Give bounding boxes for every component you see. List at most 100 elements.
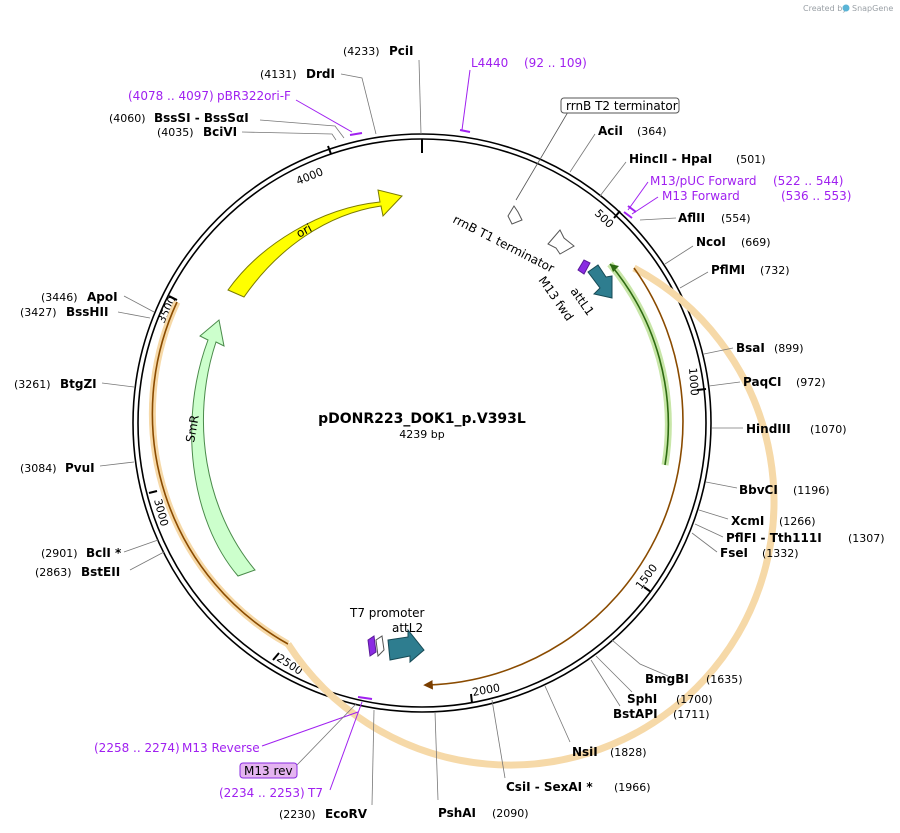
svg-text:PshAI: PshAI <box>438 806 476 820</box>
primer-l4440: L4440 (92 .. 109) <box>461 56 587 131</box>
green-orf-feature <box>607 261 672 466</box>
svg-text:BstAPI: BstAPI <box>613 707 658 721</box>
site-bsssi: (4060) BssSI - BssSαI <box>109 111 345 139</box>
primer-m13-puc-forward: M13/pUC Forward (522 .. 544) <box>627 174 843 211</box>
site-pvui: (3084) PvuI <box>20 461 135 475</box>
svg-text:BmgBI: BmgBI <box>645 672 689 686</box>
attl1-feature: attL1 <box>568 264 613 318</box>
site-hincii: HincII - HpaI (501) <box>599 152 766 197</box>
site-bsshii: (3427) BssHII <box>20 305 151 319</box>
svg-text:(1332): (1332) <box>762 547 799 560</box>
svg-text:AflII: AflII <box>678 211 705 225</box>
brand-name: SnapGene <box>852 4 893 13</box>
svg-text:(364): (364) <box>637 125 667 138</box>
ori-label: ori <box>294 221 314 241</box>
site-apoi: (3446) ApoI <box>41 290 155 313</box>
svg-text:(92 .. 109): (92 .. 109) <box>524 56 587 70</box>
site-pflmi: PflMI (732) <box>679 263 790 289</box>
site-bcli: (2901) BclI * <box>41 539 159 560</box>
svg-text:ApoI: ApoI <box>87 290 118 304</box>
m13-fwd-label: M13 fwd <box>536 274 577 324</box>
feature-m13-rev: M13 rev <box>239 703 357 779</box>
svg-text:DrdI: DrdI <box>306 67 335 81</box>
tick-2000: 2000 <box>470 681 501 704</box>
site-xcmi: XcmI (1266) <box>698 509 816 528</box>
svg-text:L4440: L4440 <box>471 56 508 70</box>
svg-text:(899): (899) <box>774 342 804 355</box>
svg-text:BstEII: BstEII <box>81 565 120 579</box>
svg-text:(2901): (2901) <box>41 547 78 560</box>
svg-text:(2863): (2863) <box>35 566 72 579</box>
svg-text:PflFI - Tth111I: PflFI - Tth111I <box>726 531 822 545</box>
svg-text:4000: 4000 <box>294 165 325 188</box>
svg-text:(3427): (3427) <box>20 306 57 319</box>
svg-text:(1266): (1266) <box>779 515 816 528</box>
svg-text:(1196): (1196) <box>793 484 830 497</box>
primer-m13-forward: M13 Forward (536 .. 553) <box>631 189 851 215</box>
site-nsii: NsiI (1828) <box>544 685 647 759</box>
svg-text:(4035): (4035) <box>157 126 194 139</box>
rrnb-t2-label: rrnB T2 terminator <box>566 99 678 113</box>
site-aflii: AflII (554) <box>639 211 751 225</box>
site-bmgbi: BmgBI (1635) <box>611 639 743 686</box>
site-bsai: BsaI (899) <box>703 341 804 355</box>
svg-text:HincII - HpaI: HincII - HpaI <box>629 152 712 166</box>
svg-text:(1700): (1700) <box>676 693 713 706</box>
smr-label: SmR <box>183 414 202 444</box>
svg-text:(1966): (1966) <box>614 781 651 794</box>
svg-text:(4060): (4060) <box>109 112 146 125</box>
svg-text:SphI: SphI <box>627 692 657 706</box>
tick-1000: 1000 <box>686 367 707 396</box>
svg-text:PvuI: PvuI <box>65 461 95 475</box>
svg-text:(2230): (2230) <box>279 808 316 821</box>
primer-pbr322ori-f: (4078 .. 4097) pBR322ori-F <box>128 89 353 133</box>
rrnb-t2-feature: rrnB T2 terminator <box>507 97 680 225</box>
svg-text:M13/pUC Forward: M13/pUC Forward <box>650 174 757 188</box>
t7-promoter-feature: T7 promoter <box>349 606 425 658</box>
svg-text:(554): (554) <box>721 212 751 225</box>
primer-t7: (2234 .. 2253) T7 <box>219 701 363 800</box>
svg-text:1500: 1500 <box>633 562 660 592</box>
svg-text:(732): (732) <box>760 264 790 277</box>
smr-feature: SmR <box>183 319 256 577</box>
svg-text:M13 Reverse: M13 Reverse <box>182 741 260 755</box>
svg-text:M13 rev: M13 rev <box>244 764 293 778</box>
svg-text:(4078 .. 4097): (4078 .. 4097) <box>128 89 214 103</box>
svg-text:BciVI: BciVI <box>203 125 237 139</box>
brand-prefix: Created by <box>803 4 847 13</box>
svg-text:M13 Forward: M13 Forward <box>662 189 740 203</box>
svg-text:(3084): (3084) <box>20 462 57 475</box>
svg-text:BsaI: BsaI <box>736 341 765 355</box>
site-acii: AciI (364) <box>569 124 667 173</box>
svg-text:(3446): (3446) <box>41 291 78 304</box>
svg-text:PaqCI: PaqCI <box>743 375 781 389</box>
svg-text:NcoI: NcoI <box>696 235 726 249</box>
site-bcivi: (4035) BciVI <box>157 125 337 141</box>
site-ecorv: (2230) EcoRV <box>279 709 375 821</box>
site-bbvci: BbvCI (1196) <box>705 481 830 497</box>
svg-text:pBR322ori-F: pBR322ori-F <box>217 89 291 103</box>
attl2-label: attL2 <box>392 621 423 635</box>
primer-m13-reverse: (2258 .. 2274) M13 Reverse <box>94 711 359 755</box>
site-paqci: PaqCI (972) <box>708 375 826 389</box>
svg-text:T7: T7 <box>307 786 323 800</box>
svg-text:(501): (501) <box>736 153 766 166</box>
snapgene-brand: Created by SnapGene <box>803 4 893 13</box>
svg-text:(3261): (3261) <box>14 378 51 391</box>
site-sphi: SphI (1700) <box>595 655 713 706</box>
svg-text:(2234 .. 2253): (2234 .. 2253) <box>219 786 305 800</box>
primer-marks <box>349 129 637 700</box>
t7-promoter-label: T7 promoter <box>349 606 425 620</box>
rrnb-t1-label: rrnB T1 terminator <box>451 212 557 275</box>
ori-feature: ori <box>227 189 403 298</box>
svg-text:AciI: AciI <box>598 124 623 138</box>
svg-text:PciI: PciI <box>389 44 414 58</box>
svg-text:BssSI - BssSαI: BssSI - BssSαI <box>154 111 249 125</box>
backbone-outer-ring <box>132 133 712 713</box>
svg-text:(1307): (1307) <box>848 532 885 545</box>
svg-text:(4233): (4233) <box>343 45 380 58</box>
site-bsteii: (2863) BstEII <box>35 551 165 579</box>
svg-text:(536 .. 553): (536 .. 553) <box>781 189 851 203</box>
